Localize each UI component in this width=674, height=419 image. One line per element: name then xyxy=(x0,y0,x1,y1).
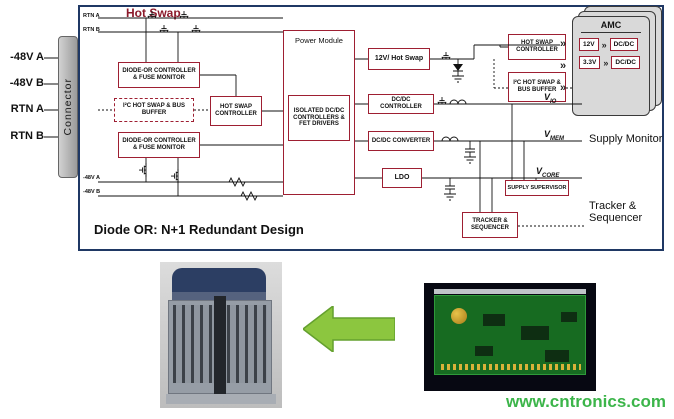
v-rail-mem: VMEM xyxy=(544,129,565,142)
pcb-gold-seal xyxy=(451,308,467,324)
rail-label-rtna: RTN A xyxy=(83,13,100,19)
input-label-rtna: RTN A xyxy=(10,103,44,115)
chassis-base xyxy=(166,394,276,404)
block-hot-swap-controller-right: HOT SWAP CONTROLLER xyxy=(508,34,566,60)
watermark: www.cntronics.com xyxy=(506,392,666,411)
amc-title: AMC xyxy=(581,20,641,33)
power-module-title: Power Module xyxy=(295,36,343,45)
rail-label-48vb: -48V B xyxy=(83,189,101,195)
block-dcdc-controller: DC/DC CONTROLLER xyxy=(368,94,434,114)
amc-rail-row-12v: 12V » DC/DC xyxy=(579,38,645,51)
pcb-chip xyxy=(521,326,549,340)
amc-rail-12v: 12V xyxy=(579,38,599,51)
pcb-chip xyxy=(475,346,493,356)
amc-dcdc-a: DC/DC xyxy=(609,38,639,51)
tracker-sequencer-annotation: Tracker & Sequencer xyxy=(589,200,643,224)
amc-dcdc-b: DC/DC xyxy=(611,56,640,69)
block-i2c-hot-swap-left: I²C HOT SWAP & BUS BUFFER xyxy=(114,98,194,122)
chevron-right-icon: » xyxy=(560,38,567,50)
amc-rail-3v3: 3.3V xyxy=(579,56,601,69)
left-arrow-icon xyxy=(303,306,395,352)
chevron-right-icon: » xyxy=(603,57,609,68)
input-label-rtnb: RTN B xyxy=(10,130,44,142)
input-label-48va: -48V A xyxy=(10,51,44,63)
block-ldo: LDO xyxy=(382,168,422,188)
hot-swap-title: Hot Swap xyxy=(126,6,181,20)
pcb-board xyxy=(434,295,586,375)
chevron-right-icon: » xyxy=(601,39,607,50)
v-rail-core: VCORE xyxy=(536,166,560,179)
rail-label-rtnb: RTN B xyxy=(83,27,100,33)
chevron-right-icon: » xyxy=(560,82,567,94)
supply-monitor-annotation: Supply Monitor xyxy=(589,133,663,145)
block-diode-or-controller-top: DIODE-OR CONTROLLER & FUSE MONITOR xyxy=(118,62,200,88)
amc-card-front: AMC 12V » DC/DC 3.3V » DC/DC xyxy=(572,16,650,116)
block-dcdc-converter: DC/DC CONVERTER xyxy=(368,131,434,151)
chevron-right-icon: » xyxy=(560,60,567,72)
pcb-photo xyxy=(424,283,596,391)
block-12v-hot-swap: 12V/ Hot Swap xyxy=(368,48,430,70)
v-rail-io: VIO xyxy=(544,92,557,105)
chassis-center-card xyxy=(214,296,226,396)
connector-label: Connector xyxy=(62,78,74,136)
backplane-connector: Connector xyxy=(58,36,78,178)
block-i2c-hot-swap-right: I²C HOT SWAP & BUS BUFFER xyxy=(508,72,566,102)
block-isolated-dcdc: ISOLATED DC/DC CONTROLLERS & FET DRIVERS xyxy=(288,95,350,141)
block-diode-or-controller-bottom: DIODE-OR CONTROLLER & FUSE MONITOR xyxy=(118,132,200,158)
pcb-chip xyxy=(483,314,505,326)
block-hot-swap-controller-left: HOT SWAP CONTROLLER xyxy=(210,96,262,126)
block-power-module: Power Module ISOLATED DC/DC CONTROLLERS … xyxy=(283,30,355,195)
chassis-top-cap xyxy=(172,268,266,292)
block-supply-supervisor: SUPPLY SUPERVISOR xyxy=(505,180,569,196)
pcb-chip xyxy=(545,350,569,362)
block-tracker-sequencer: TRACKER & SEQUENCER xyxy=(462,212,518,238)
rail-label-48va: -48V A xyxy=(83,175,100,181)
pcb-chip xyxy=(561,312,577,322)
pcb-faceplate xyxy=(434,289,586,294)
amc-rail-row-3v3: 3.3V » DC/DC xyxy=(579,56,645,69)
input-label-48vb: -48V B xyxy=(9,77,44,89)
pcb-edge-connector xyxy=(441,364,581,370)
chassis-photo xyxy=(160,262,282,408)
diagram-caption: Diode OR: N+1 Redundant Design xyxy=(94,222,304,237)
